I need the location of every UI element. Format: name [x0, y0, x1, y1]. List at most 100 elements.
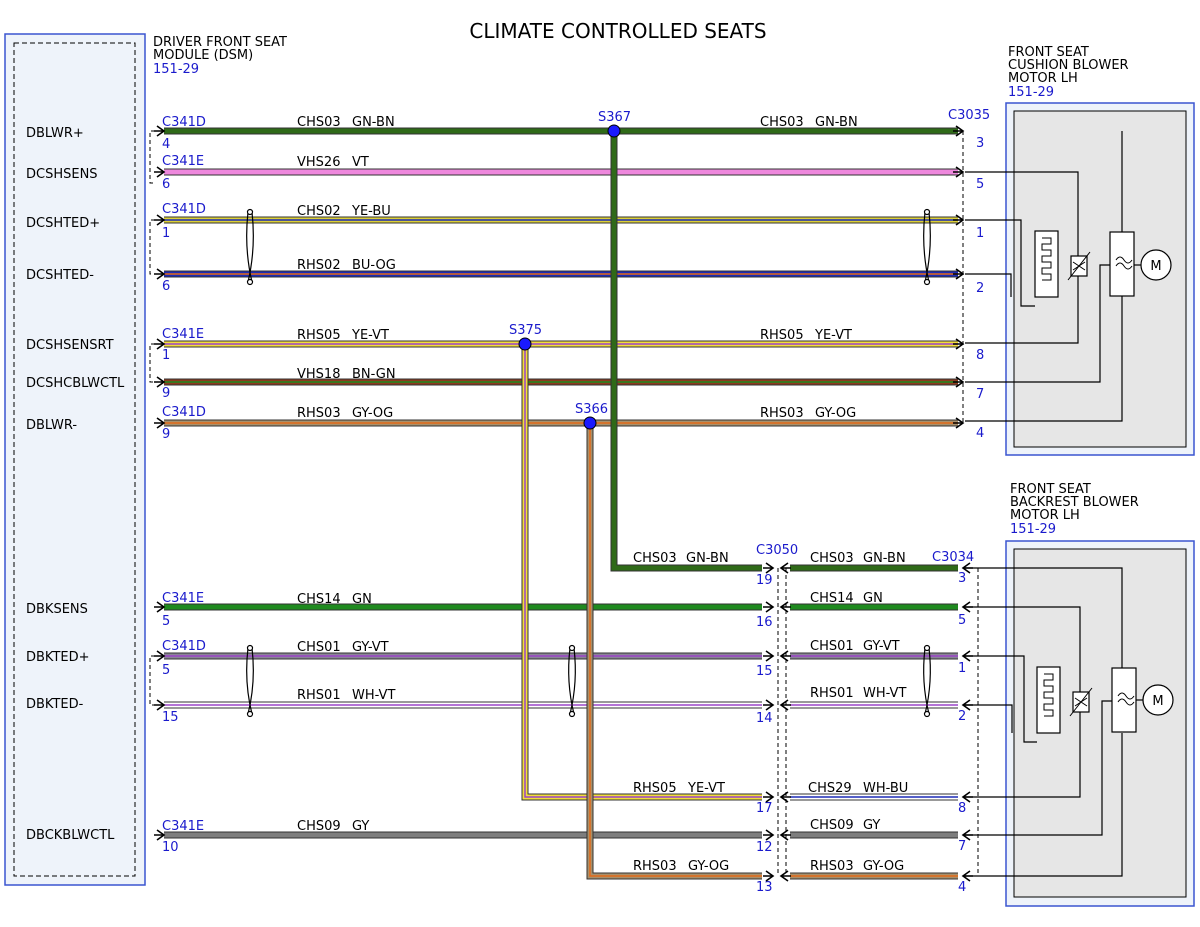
pin-name: DCSHTED+: [26, 216, 100, 231]
thermistor-mark-icon: [1069, 687, 1093, 717]
dsm-ref: 151-29: [153, 62, 199, 77]
wire-chs03-branch[interactable]: [611, 131, 762, 571]
splice-label: S366: [575, 402, 608, 417]
splice-s366[interactable]: [583, 416, 597, 430]
circuit-label: RHS03: [297, 406, 341, 421]
connector-label: C341E: [162, 819, 204, 834]
circuit-label: RHS02: [297, 258, 341, 273]
pin-number: 2: [958, 709, 966, 724]
terminal-arrow-icon: [779, 650, 791, 662]
color-label: GY-VT: [863, 639, 900, 654]
connector-label: C341D: [162, 639, 206, 654]
color-label: YE-VT: [814, 328, 852, 343]
circuit-label: CHS03: [297, 115, 341, 130]
splice-s367[interactable]: [607, 124, 621, 138]
color-label: GN-BN: [686, 551, 729, 566]
pin-name: DBLWR-: [26, 418, 77, 433]
terminal-arrow-icon: [154, 601, 166, 613]
heater-element-icon: [1034, 230, 1059, 298]
pin-number: 17: [756, 801, 773, 816]
terminal-arrow-icon: [779, 791, 791, 803]
pin-number: 1: [976, 226, 984, 241]
twisted-pair-icon: [568, 644, 576, 718]
backrest-ref: 151-29: [1010, 522, 1056, 537]
circuit-label: CHS02: [297, 204, 341, 219]
color-label: WH-BU: [863, 781, 908, 796]
color-label: GN-BN: [863, 551, 906, 566]
splice-label: S367: [598, 110, 631, 125]
terminal-arrow-icon: [961, 870, 973, 882]
circuit-label: RHS01: [297, 688, 341, 703]
heater-coil-icon: [1043, 673, 1054, 717]
terminal-arrow-icon: [961, 699, 973, 711]
terminal-arrow-icon: [953, 166, 965, 178]
terminal-arrow-icon: [154, 268, 166, 280]
pin-name: DCSHCBLWCTL: [26, 376, 125, 391]
circuit-label: CHS03: [810, 551, 854, 566]
pin-number: 7: [976, 387, 984, 402]
circuit-label: CHS14: [297, 592, 341, 607]
circuit-label: VHS18: [297, 367, 340, 382]
terminal-arrow-icon: [953, 376, 965, 388]
terminal-arrow-icon: [763, 829, 775, 841]
splice-s375[interactable]: [518, 337, 532, 351]
c341-bracket-sensrt: [149, 343, 155, 383]
color-label: GY: [352, 819, 369, 834]
terminal-arrow-icon: [953, 268, 965, 280]
terminal-arrow-icon: [779, 870, 791, 882]
pin-number: 19: [756, 573, 773, 588]
circuit-label: VHS26: [297, 155, 340, 170]
color-label: GY: [863, 818, 880, 833]
color-label: VT: [352, 155, 369, 170]
circuit-label: RHS03: [810, 859, 854, 874]
pin-number: 8: [976, 348, 984, 363]
connector-label: C3050: [756, 543, 798, 558]
pin-number: 1: [162, 226, 170, 241]
pin-name: DCSHSENSRT: [26, 338, 114, 353]
dsm-module-outline: [4, 33, 146, 886]
terminal-arrow-icon: [154, 650, 166, 662]
color-label: BN-GN: [352, 367, 396, 382]
wires: [164, 127, 958, 880]
pin-name: DBKTED+: [26, 650, 90, 665]
circuit-label: RHS05: [297, 328, 341, 343]
circuit-label: CHS09: [297, 819, 341, 834]
pin-number: 4: [976, 426, 984, 441]
connector-label: C341E: [162, 154, 204, 169]
pin-number: 10: [162, 840, 179, 855]
circuit-label: CHS29: [808, 781, 852, 796]
connector-label: C341E: [162, 591, 204, 606]
color-label: YE-BU: [351, 204, 391, 219]
terminal-arrows: [154, 125, 973, 882]
dsm-label-line1: DRIVER FRONT SEAT: [153, 35, 287, 50]
blower-controller-icon: [1109, 231, 1135, 297]
color-label: GY-OG: [815, 406, 856, 421]
pin-name: DBKSENS: [26, 602, 88, 617]
cushion-blower-module: FRONT SEAT CUSHION BLOWER MOTOR LH 151-2…: [1005, 45, 1195, 456]
connector-label: C341D: [162, 115, 206, 130]
color-label: GN: [352, 592, 372, 607]
connector-label: C341D: [162, 202, 206, 217]
dsm-module: DRIVER FRONT SEAT MODULE (DSM) 151-29: [4, 33, 287, 886]
twisted-pair-icon: [923, 208, 931, 286]
terminal-arrow-icon: [779, 562, 791, 574]
heater-element-icon: [1036, 666, 1061, 734]
connector-label: C3034: [932, 550, 974, 565]
color-label: BU-OG: [352, 258, 396, 273]
cushion-label-line3: MOTOR LH: [1008, 71, 1078, 86]
pin-number: 3: [958, 571, 966, 586]
circuit-label: CHS14: [810, 591, 854, 606]
connector-label: C341E: [162, 327, 204, 342]
c341-bracket-top: [149, 130, 155, 184]
pin-number: 6: [162, 177, 170, 192]
terminal-arrow-icon: [763, 791, 775, 803]
pin-name: DBKTED-: [26, 697, 84, 712]
color-label: GY-OG: [352, 406, 393, 421]
color-label: GN: [863, 591, 883, 606]
terminal-arrow-icon: [953, 417, 965, 429]
color-label: GY-OG: [688, 859, 729, 874]
twisted-pair-icon: [923, 644, 931, 718]
circuit-label: CHS01: [810, 639, 854, 654]
pin-number: 2: [976, 281, 984, 296]
circuit-label: RHS05: [760, 328, 804, 343]
